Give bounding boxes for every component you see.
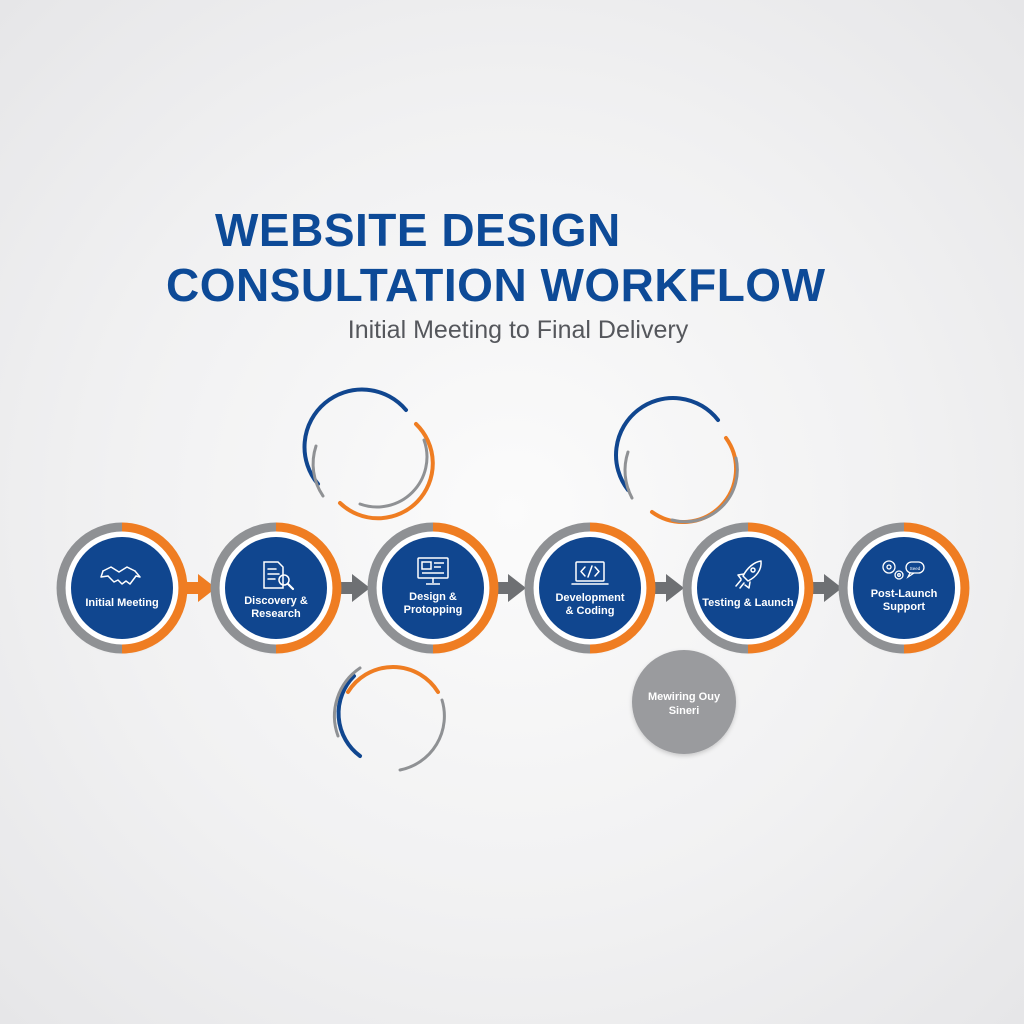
step-label-line2: Support <box>882 601 926 613</box>
step-label-design-prototyping: Design & Protopping <box>377 591 489 617</box>
extra-label-line2: Sineri <box>668 705 700 717</box>
arrow-3 <box>494 574 526 602</box>
decor-ring-top-right <box>613 396 739 524</box>
extra-label-line1: Mewiring Ouy <box>647 691 721 703</box>
laptop-code-icon <box>571 561 609 585</box>
step-label-line2: Protopping <box>403 604 463 616</box>
step-node-development-coding <box>524 522 656 654</box>
step-label-line2: Research <box>251 608 301 620</box>
extra-node <box>632 650 736 754</box>
arrow-2 <box>338 574 370 602</box>
step-label-development-coding: Development & Coding <box>534 592 646 618</box>
document-search-icon <box>263 561 295 591</box>
arrow-5 <box>812 574 842 602</box>
step-label-testing-launch: Testing & Launch <box>692 597 804 610</box>
step-label-line1: Development <box>555 592 625 604</box>
step-label-line1: Discovery & <box>244 595 308 607</box>
arrow-4 <box>654 574 684 602</box>
step-label-line1: Design & <box>409 591 457 603</box>
step-label-post-launch-support: Post-Launch Support <box>848 588 960 614</box>
step-node-discovery-research <box>210 522 342 654</box>
monitor-wireframe-icon <box>417 557 449 585</box>
subtitle: Initial Meeting to Final Delivery <box>347 316 689 344</box>
decor-ring-top-left <box>302 387 435 521</box>
step-label-line1: Initial Meeting <box>85 597 159 609</box>
gears-chat-icon: Seed <box>882 560 925 580</box>
handshake-icon <box>100 566 141 585</box>
step-node-initial-meeting <box>56 522 188 654</box>
chat-bubble-text: Seed <box>910 566 921 571</box>
step-label-line1: Testing & Launch <box>702 597 794 609</box>
title-line-2: CONSULTATION WORKFLOW <box>166 259 826 311</box>
step-node-design-prototyping <box>367 522 499 654</box>
step-label-line2: & Coding <box>565 605 615 617</box>
step-label-initial-meeting: Initial Meeting <box>66 597 178 610</box>
step-node-testing-launch <box>682 522 814 654</box>
rocket-icon <box>735 560 762 589</box>
title-line-1: WEBSITE DESIGN <box>215 204 621 256</box>
step-label-discovery-research: Discovery & Research <box>220 595 332 621</box>
step-label-line1: Post-Launch <box>870 588 938 600</box>
step-node-post-launch-support: Seed <box>838 522 970 654</box>
decor-ring-bottom-left <box>333 665 446 772</box>
extra-node-label: Mewiring Ouy Sineri <box>639 690 729 718</box>
